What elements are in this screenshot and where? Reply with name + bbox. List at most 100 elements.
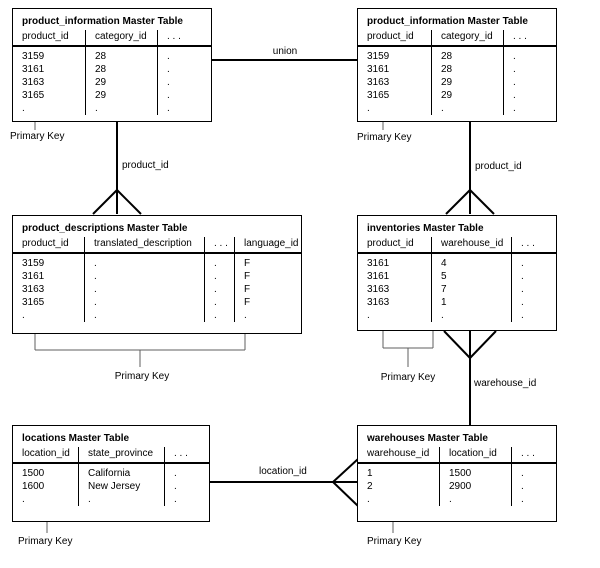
cell-value: . bbox=[521, 481, 524, 492]
cell-value: . bbox=[214, 297, 217, 308]
cell-value: . bbox=[367, 494, 370, 505]
warehouse-id-label: warehouse_id bbox=[474, 378, 537, 389]
column-header: . . . bbox=[165, 447, 209, 464]
cell-value: 3163 bbox=[22, 284, 45, 295]
cell-value: 3159 bbox=[367, 51, 390, 62]
warehouse-id-connector-crow-foot bbox=[443, 330, 497, 425]
column-header: location_id bbox=[440, 447, 511, 464]
cell-value: . bbox=[244, 310, 247, 321]
table-locations: locations Master Table location_id 1500 160… bbox=[12, 425, 210, 522]
column-header: product_id bbox=[358, 237, 431, 254]
cell-value: F bbox=[244, 258, 251, 269]
column-header: . . . bbox=[205, 237, 234, 254]
cell-value: F bbox=[244, 297, 251, 308]
cell-value: . bbox=[94, 271, 97, 282]
primary-key-label-locations: Primary Key bbox=[18, 536, 73, 547]
column-header: location_id bbox=[13, 447, 78, 464]
product-id-label-right: product_id bbox=[475, 161, 522, 172]
cell-value: 28 bbox=[441, 64, 453, 75]
cell-value: . bbox=[94, 310, 97, 321]
cell-value: . bbox=[513, 90, 516, 101]
table-column: location_id 1500 1600. bbox=[13, 447, 78, 506]
cell-value: . bbox=[521, 468, 524, 479]
cell-value: . bbox=[367, 310, 370, 321]
cell-value: 1 bbox=[441, 297, 447, 308]
cell-value: 29 bbox=[95, 77, 107, 88]
cell-value: . bbox=[167, 51, 170, 62]
cell-value: 3161 bbox=[367, 258, 390, 269]
cell-value: 29 bbox=[441, 77, 453, 88]
cell-value: 3163 bbox=[367, 77, 390, 88]
cell-value: 3165 bbox=[367, 90, 390, 101]
cell-value: . bbox=[449, 494, 452, 505]
cell-value: F bbox=[244, 271, 251, 282]
primary-key-label-product-information-left: Primary Key bbox=[10, 131, 65, 142]
cell-value: California bbox=[88, 468, 131, 479]
cell-value: . bbox=[22, 494, 25, 505]
cell-value: . bbox=[95, 103, 98, 114]
cell-value: . bbox=[214, 271, 217, 282]
cell-value: . bbox=[94, 297, 97, 308]
cell-value: F bbox=[244, 284, 251, 295]
cell-value: 3163 bbox=[367, 297, 390, 308]
primary-key-label-product-descriptions: Primary Key bbox=[114, 371, 170, 382]
primary-key-bracket-inventories bbox=[382, 320, 434, 367]
column-header: language_id bbox=[235, 237, 301, 254]
union-label: union bbox=[272, 46, 298, 57]
cell-value: New Jersey bbox=[88, 481, 141, 492]
column-header: . . . bbox=[512, 237, 556, 254]
cell-value: 28 bbox=[95, 51, 107, 62]
cell-value: . bbox=[513, 103, 516, 114]
cell-value: . bbox=[214, 284, 217, 295]
cell-value: 3163 bbox=[367, 284, 390, 295]
table-column: . . ...... bbox=[204, 237, 234, 322]
column-header: translated_description bbox=[85, 237, 204, 254]
product-id-label-left: product_id bbox=[122, 160, 169, 171]
cell-value: . bbox=[94, 284, 97, 295]
cell-value: 29 bbox=[441, 90, 453, 101]
table-title: inventories Master Table bbox=[367, 223, 484, 234]
cell-value: 3159 bbox=[22, 51, 45, 62]
cell-value: . bbox=[214, 258, 217, 269]
cell-value: . bbox=[174, 494, 177, 505]
cell-value: . bbox=[521, 310, 524, 321]
column-header: warehouse_id bbox=[358, 447, 439, 464]
table-column: translated_description..... bbox=[84, 237, 204, 322]
cell-value: 2900 bbox=[449, 481, 472, 492]
cell-value: 1 bbox=[367, 468, 373, 479]
column-header: product_id bbox=[13, 30, 85, 47]
cell-value: . bbox=[441, 310, 444, 321]
cell-value: 1600 bbox=[22, 481, 45, 492]
cell-value: . bbox=[513, 77, 516, 88]
column-header: product_id bbox=[13, 237, 84, 254]
product-id-connector-left-crow-foot bbox=[92, 122, 142, 215]
cell-value: . bbox=[521, 271, 524, 282]
cell-value: 28 bbox=[95, 64, 107, 75]
column-header: category_id bbox=[432, 30, 503, 47]
cell-value: . bbox=[513, 64, 516, 75]
table-title: locations Master Table bbox=[22, 433, 130, 444]
primary-key-label-warehouses: Primary Key bbox=[367, 536, 422, 547]
cell-value: . bbox=[367, 103, 370, 114]
cell-value: 1500 bbox=[22, 468, 45, 479]
primary-key-label-product-information-right: Primary Key bbox=[357, 132, 412, 143]
column-header: . . . bbox=[504, 30, 556, 47]
cell-value: . bbox=[214, 310, 217, 321]
location-id-connector-crow-foot bbox=[210, 458, 359, 507]
cell-value: 3161 bbox=[22, 271, 45, 282]
cell-value: 29 bbox=[95, 90, 107, 101]
